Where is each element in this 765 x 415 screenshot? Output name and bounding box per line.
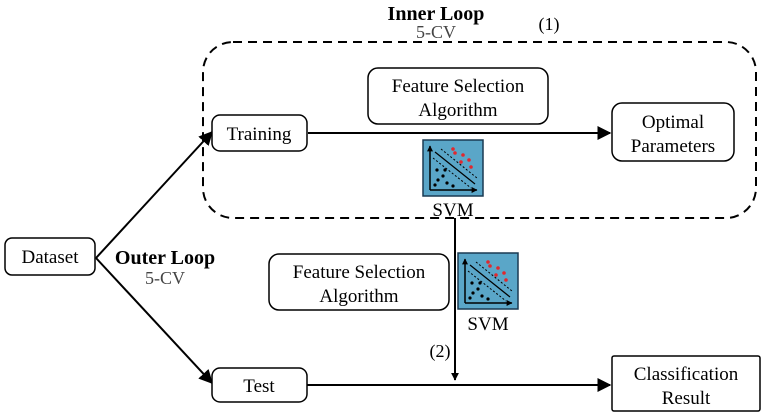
svm-outer-label: SVM [467, 314, 508, 335]
inner-loop-region [202, 41, 757, 219]
inner-loop-title: Inner Loop [388, 3, 485, 25]
classification-result-line-1: Classification [634, 364, 739, 385]
training-node: Training [211, 114, 308, 152]
svm-icon-outer [457, 252, 519, 310]
fsa-outer-line-2: Algorithm [319, 286, 398, 307]
inner-loop-marker: (1) [539, 14, 560, 35]
optimal-parameters-line-2: Parameters [631, 136, 715, 157]
fsa-inner-node: Feature Selection Algorithm [367, 67, 549, 125]
classification-result-line-2: Result [662, 388, 711, 409]
fsa-outer-line-1: Feature Selection [293, 262, 426, 283]
dataset-to-test-arrow [95, 257, 213, 385]
svm-plot-glyph [462, 258, 513, 306]
dataset-to-training-arrow [95, 130, 213, 259]
outer-loop-cv: 5-CV [145, 268, 185, 288]
fsa-outer-node: Feature Selection Algorithm [268, 253, 450, 311]
training-label: Training [227, 124, 292, 145]
optimal-parameters-node: Optimal Parameters [611, 102, 735, 162]
optimal-parameters-line-1: Optimal [642, 112, 704, 133]
dataset-label: Dataset [22, 247, 80, 268]
fsa-inner-line-2: Algorithm [418, 100, 497, 121]
svm-plot-glyph [427, 145, 478, 193]
test-node: Test [211, 367, 308, 403]
svm-inner-label: SVM [432, 200, 473, 221]
inner-loop-cv: 5-CV [416, 22, 456, 42]
fsa-inner-line-1: Feature Selection [392, 76, 525, 97]
dataset-node: Dataset [4, 237, 96, 276]
svm-icon-inner [422, 139, 484, 197]
classification-result-node: Classification Result [611, 355, 761, 412]
outer-loop-marker: (2) [430, 341, 451, 362]
outer-loop-title: Outer Loop [115, 247, 215, 269]
test-label: Test [243, 376, 275, 397]
